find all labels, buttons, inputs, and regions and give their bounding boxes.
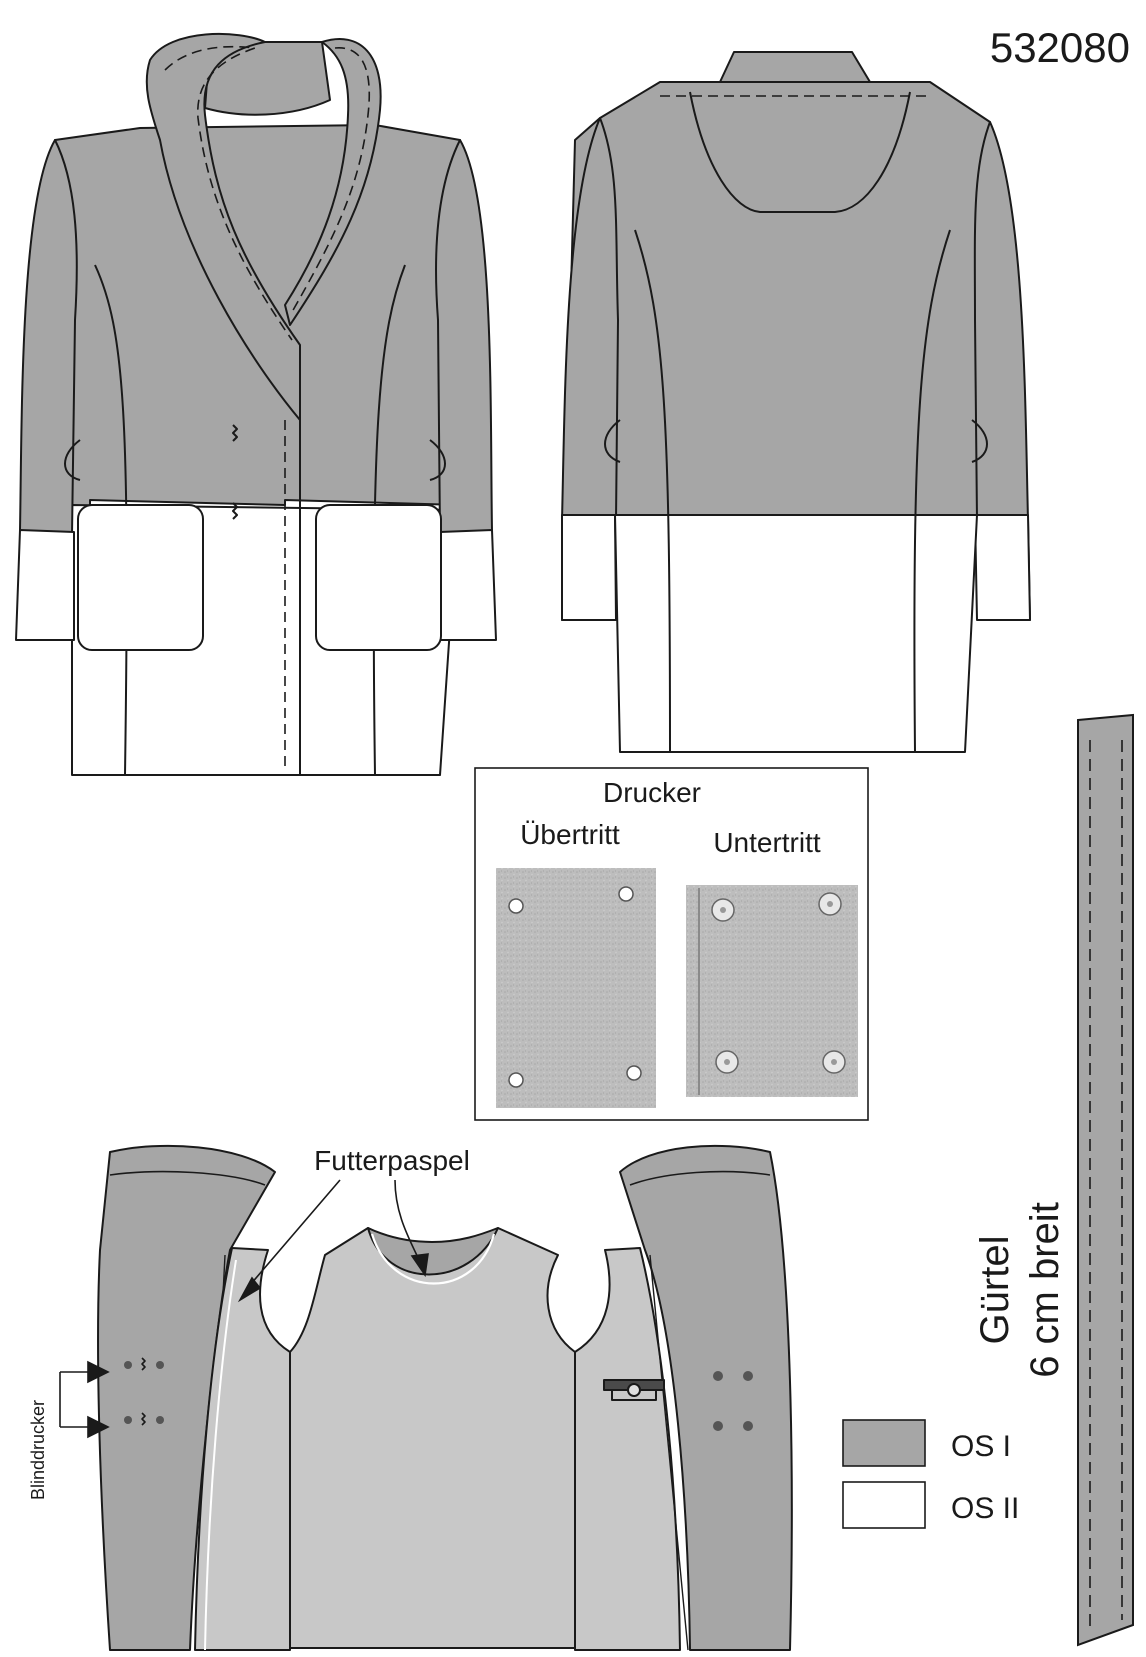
fabric-legend: OS I OS II xyxy=(842,1419,1019,1529)
belt-drawing xyxy=(1077,713,1134,1647)
snap-hole-icon xyxy=(626,1065,642,1081)
coat-back-view xyxy=(561,51,1031,753)
coat-front-view xyxy=(15,32,497,776)
lining-piping-label: Futterpaspel xyxy=(314,1145,470,1176)
snap-hole-icon xyxy=(508,1072,524,1088)
arrow-head-icon xyxy=(87,1360,110,1384)
snap-box-title: Drucker xyxy=(603,777,701,808)
blind-snap-arrows xyxy=(59,1360,110,1439)
pattern-number: 532080 xyxy=(990,24,1130,71)
blind-snap-label-group: Blinddrucker xyxy=(28,1400,48,1500)
snap-hole-icon xyxy=(618,886,634,902)
arrow-head-icon xyxy=(87,1415,110,1439)
overlap-label: Übertritt xyxy=(520,819,620,850)
snap-detail-box: Drucker Übertritt Untertritt xyxy=(474,767,869,1121)
lining-inside-view xyxy=(97,1144,793,1651)
legend-swatch-os1 xyxy=(842,1419,926,1467)
underlap-label: Untertritt xyxy=(713,827,821,858)
arrow-head-icon xyxy=(237,1276,262,1303)
belt-name: Gürtel xyxy=(973,1236,1017,1345)
belt-label-group: Gürtel 6 cm breit xyxy=(973,1202,1067,1378)
legend-label-os2: OS II xyxy=(951,1492,1019,1525)
legend-label-os1: OS I xyxy=(951,1430,1011,1463)
blind-snap-label: Blinddrucker xyxy=(28,1400,48,1500)
belt-width-note: 6 cm breit xyxy=(1023,1202,1067,1378)
snap-hole-icon xyxy=(508,898,524,914)
legend-swatch-os2 xyxy=(842,1481,926,1529)
underlap-swatch xyxy=(686,885,858,1097)
arrow-head-icon xyxy=(410,1253,429,1278)
overlap-swatch xyxy=(496,868,656,1108)
hanger-loop-icon xyxy=(603,1379,665,1401)
piping-arrows xyxy=(237,1179,429,1303)
